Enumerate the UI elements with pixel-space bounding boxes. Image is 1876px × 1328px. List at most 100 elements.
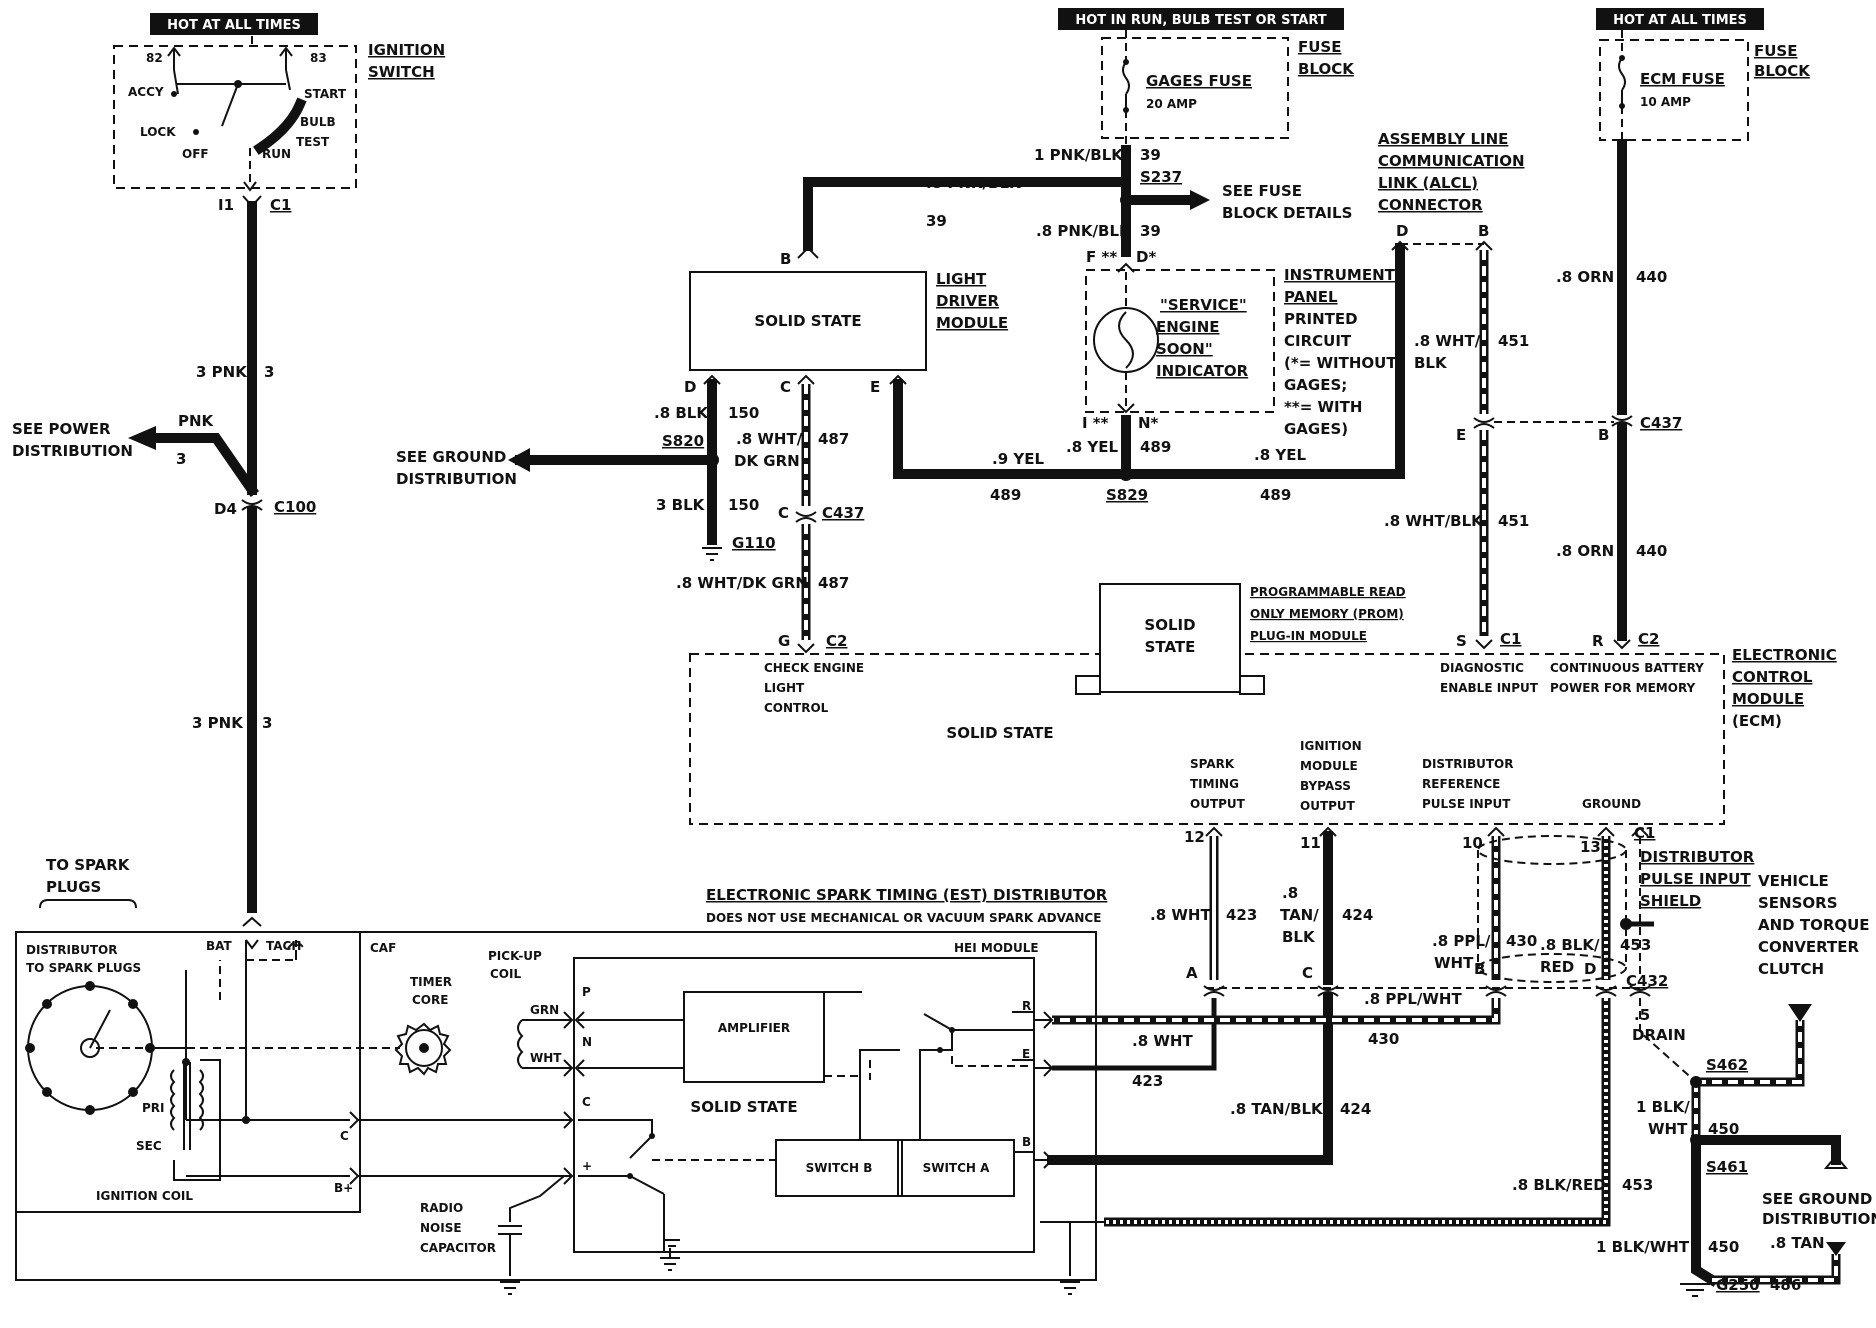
splice-s461: S461 (1706, 1158, 1748, 1176)
svg-text:BLK: BLK (1282, 928, 1316, 946)
svg-text:424: 424 (1342, 906, 1373, 924)
svg-text:SOLID STATE: SOLID STATE (754, 312, 861, 330)
svg-text:CIRCUIT: CIRCUIT (1284, 332, 1352, 350)
svg-text:SEC: SEC (136, 1139, 162, 1153)
svg-text:39: 39 (1140, 222, 1161, 240)
est-distributor: ELECTRONIC SPARK TIMING (EST) DISTRIBUTO… (15, 886, 1109, 1295)
svg-text:HOT IN RUN, BULB TEST OR START: HOT IN RUN, BULB TEST OR START (1075, 13, 1326, 28)
svg-text:489: 489 (1140, 438, 1171, 456)
svg-text:F **: F ** (1086, 248, 1117, 266)
svg-text:B: B (1022, 1135, 1031, 1149)
svg-text:B: B (780, 250, 791, 268)
svg-text:FUSE: FUSE (1754, 42, 1797, 60)
svg-text:MODULE: MODULE (1300, 759, 1358, 773)
svg-text:BULB: BULB (300, 115, 336, 129)
svg-text:.8 BLK: .8 BLK (654, 404, 709, 422)
svg-text:DISTRIBUTION: DISTRIBUTION (12, 442, 133, 460)
svg-text:D: D (1584, 960, 1596, 978)
svg-text:487: 487 (818, 574, 849, 592)
svg-text:FUSE: FUSE (1298, 38, 1341, 56)
svg-text:DISTRIBUTION: DISTRIBUTION (1762, 1210, 1876, 1228)
svg-text:OUTPUT: OUTPUT (1300, 799, 1356, 813)
see-power-distribution: SEE POWER (12, 420, 111, 438)
svg-text:C: C (582, 1095, 591, 1109)
svg-text:.8 YEL: .8 YEL (1066, 438, 1118, 456)
ground-g250: G250 (1716, 1276, 1760, 1294)
gages-fuse: GAGES FUSE 20 AMP FUSE BLOCK 1 PNK/BLK 3… (797, 30, 1355, 266)
svg-text:B+: B+ (334, 1181, 353, 1195)
svg-text:ASSEMBLY LINE: ASSEMBLY LINE (1378, 130, 1508, 148)
svg-text:(*= WITHOUT: (*= WITHOUT (1284, 354, 1397, 372)
svg-text:RUN: RUN (262, 147, 291, 161)
svg-text:SOON": SOON" (1156, 340, 1213, 358)
svg-text:B: B (1598, 426, 1609, 444)
svg-text:BAT: BAT (206, 939, 233, 953)
svg-text:AND TORQUE: AND TORQUE (1758, 916, 1870, 934)
wire-489: .9 YEL 489 .8 YEL 489 .8 YEL 489 S829 (889, 240, 1409, 504)
svg-text:PICK-UP: PICK-UP (488, 949, 542, 963)
svg-text:GAGES): GAGES) (1284, 420, 1348, 438)
svg-text:DISTRIBUTION: DISTRIBUTION (396, 470, 517, 488)
svg-text:GRN: GRN (530, 1003, 559, 1017)
svg-text:39: 39 (926, 212, 947, 230)
svg-text:423: 423 (1226, 906, 1257, 924)
svg-text:"SERVICE": "SERVICE" (1160, 296, 1247, 314)
svg-text:C: C (780, 378, 791, 396)
svg-text:MODULE: MODULE (1732, 690, 1804, 708)
svg-text:150: 150 (728, 496, 759, 514)
svg-text:OFF: OFF (182, 147, 209, 161)
svg-text:487: 487 (818, 430, 849, 448)
svg-text:C100: C100 (274, 498, 316, 516)
svg-text:.8 ORN: .8 ORN (1556, 542, 1614, 560)
svg-text:DRAIN: DRAIN (1632, 1026, 1686, 1044)
svg-text:3: 3 (176, 450, 186, 468)
svg-text:NOISE: NOISE (420, 1221, 462, 1235)
svg-text:GROUND: GROUND (1582, 797, 1641, 811)
svg-text:INDICATOR: INDICATOR (1156, 362, 1249, 380)
svg-text:REFERENCE: REFERENCE (1422, 777, 1500, 791)
svg-text:PNK: PNK (178, 412, 215, 430)
svg-text:DISTRIBUTOR: DISTRIBUTOR (1640, 848, 1755, 866)
svg-text:423: 423 (1132, 1072, 1163, 1090)
header-hot-run: HOT IN RUN, BULB TEST OR START (1058, 8, 1344, 30)
svg-text:WHT: WHT (530, 1051, 562, 1065)
svg-text:440: 440 (1636, 542, 1667, 560)
svg-text:SOLID STATE: SOLID STATE (946, 724, 1053, 742)
svg-text:ECM FUSE: ECM FUSE (1640, 70, 1725, 88)
splice-s829: S829 (1106, 486, 1148, 504)
svg-text:.8 WHT/: .8 WHT/ (1414, 332, 1481, 350)
svg-text:COIL: COIL (490, 967, 521, 981)
svg-text:C437: C437 (822, 504, 864, 522)
svg-text:BLOCK: BLOCK (1754, 62, 1811, 80)
service-engine-soon-indicator: "SERVICE" ENGINE SOON" INDICATOR INSTRUM… (1082, 262, 1397, 438)
svg-text:C1: C1 (1500, 630, 1521, 648)
ecm-module: SOLID STATE PROGRAMMABLE READ ONLY MEMOR… (689, 583, 1837, 856)
svg-text:DISTRIBUTOR: DISTRIBUTOR (26, 943, 117, 957)
svg-text:HEI MODULE: HEI MODULE (954, 941, 1039, 955)
svg-text:453: 453 (1622, 1176, 1653, 1194)
svg-text:.8 YEL: .8 YEL (1254, 446, 1306, 464)
svg-text:.8 WHT: .8 WHT (1150, 906, 1211, 924)
svg-text:TO SPARK: TO SPARK (46, 856, 131, 874)
svg-text:DISTRIBUTOR: DISTRIBUTOR (1422, 757, 1513, 771)
svg-text:.8 WHT: .8 WHT (1132, 1032, 1193, 1050)
alcl-connector: ASSEMBLY LINE COMMUNICATION LINK (ALCL) … (1378, 130, 1614, 650)
switch-a: SWITCH A (923, 1161, 991, 1175)
svg-text:150: 150 (728, 404, 759, 422)
svg-text:STATE: STATE (1145, 638, 1196, 656)
svg-text:P: P (582, 985, 591, 999)
ecm-title: ELECTRONIC (1732, 646, 1837, 664)
svg-text:B: B (1478, 222, 1489, 240)
svg-text:PRINTED: PRINTED (1284, 310, 1358, 328)
svg-text:.8 PNK/BLK: .8 PNK/BLK (1036, 222, 1132, 240)
svg-text:A: A (1186, 964, 1198, 982)
prom-title: PROGRAMMABLE READ (1250, 585, 1406, 599)
svg-text:G: G (778, 632, 790, 650)
svg-text:DOES NOT USE MECHANICAL OR VAC: DOES NOT USE MECHANICAL OR VACUUM SPARK … (706, 911, 1101, 925)
svg-text:430: 430 (1368, 1030, 1399, 1048)
svg-text:D4: D4 (214, 500, 237, 518)
svg-text:S: S (1456, 632, 1467, 650)
svg-text:.8 WHT/: .8 WHT/ (736, 430, 803, 448)
splice-s462: S462 (1706, 1056, 1748, 1074)
